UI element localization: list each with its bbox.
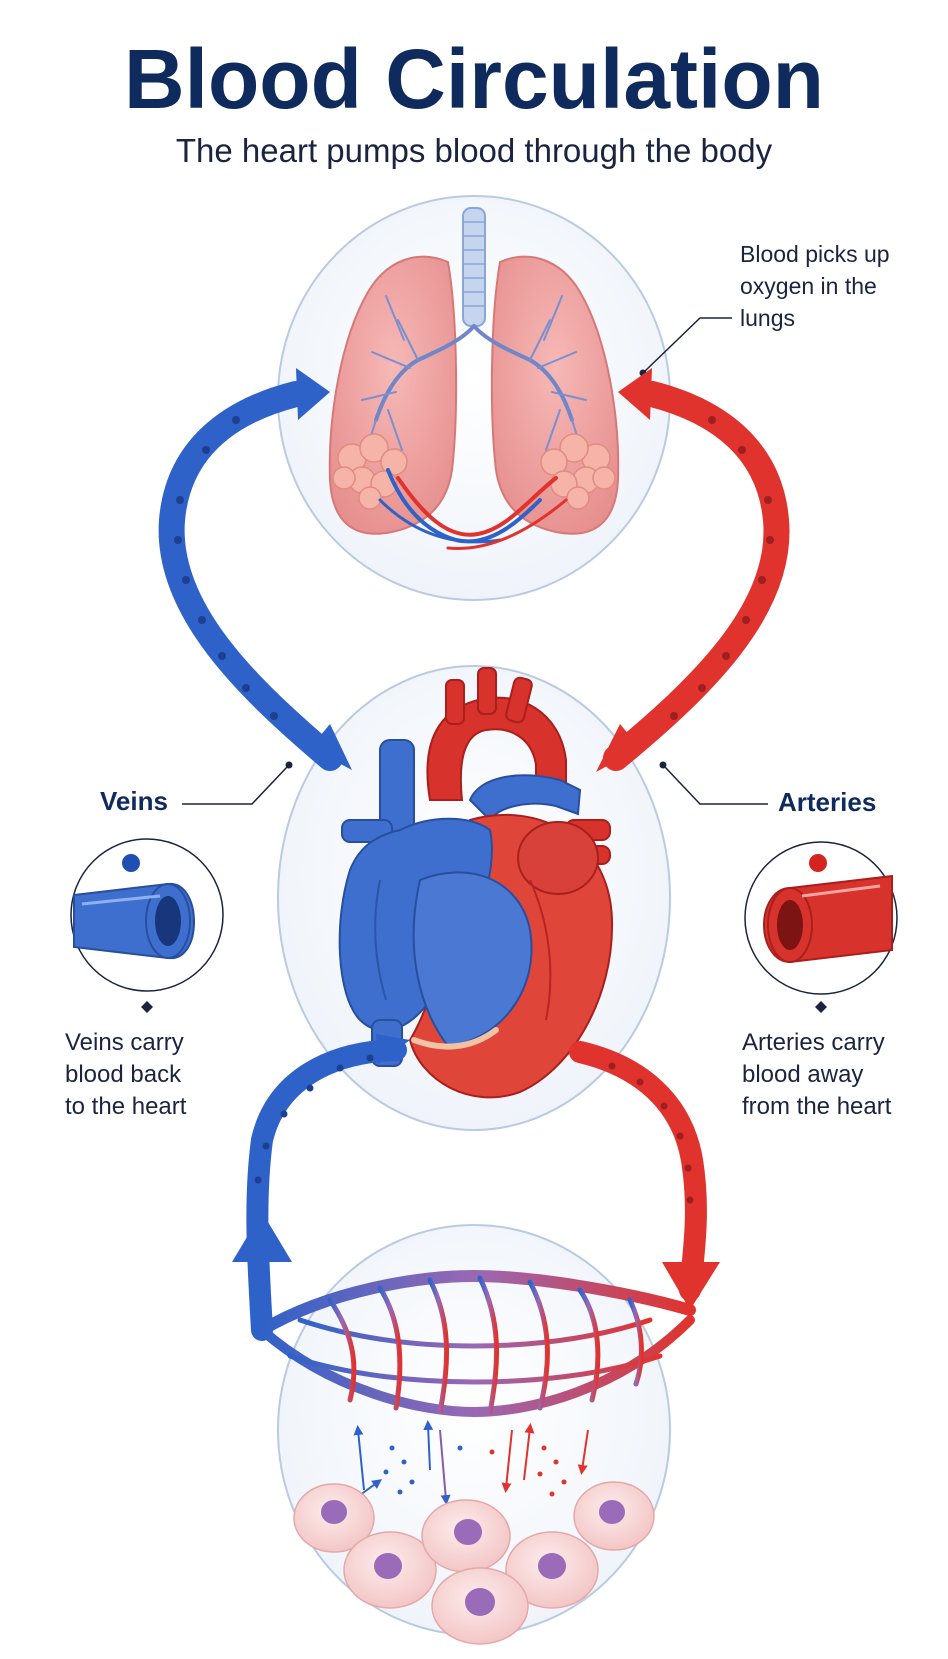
arteries-leader-line [663, 765, 768, 805]
lungs-note-line1: Blood picks up [740, 241, 890, 267]
veins-desc-line2: blood back [65, 1061, 182, 1088]
lungs-illustration [328, 207, 620, 550]
page-title: Blood Circulation [124, 32, 824, 126]
vein-detail: Veins carry blood back to the heart [65, 838, 224, 1120]
veins-desc-line1: Veins carry [65, 1029, 184, 1056]
lungs-note-line2: oxygen in the [740, 273, 877, 299]
arteries-desc-line1: Arteries carry [742, 1029, 885, 1056]
artery-arrow-from-lungs [596, 368, 790, 772]
veins-label-group: Veins [100, 761, 293, 816]
arteries-leader-dot [659, 761, 667, 769]
arteries-desc-line2: blood away [742, 1061, 863, 1088]
trachea [462, 207, 486, 327]
exchange-arrows [353, 1420, 589, 1505]
veins-label: Veins [100, 786, 168, 816]
vein-tube-icon [73, 882, 196, 960]
body-cells [293, 1481, 655, 1645]
arteries-label-group: Arteries [659, 761, 876, 817]
veins-leader-line [182, 765, 289, 805]
lungs-annotation: Blood picks up oxygen in the lungs [639, 241, 890, 377]
lungs-leader-line [643, 317, 732, 373]
heart-illustration [338, 667, 614, 1099]
veins-desc-line3: to the heart [65, 1093, 187, 1120]
artery-blood-cell [809, 854, 827, 872]
vein-blood-cell [122, 854, 140, 872]
veins-leader-dot [285, 761, 293, 769]
lungs-note-line3: lungs [740, 305, 795, 331]
artery-tube-icon [762, 874, 893, 964]
vein-arrow-to-heart [232, 1034, 410, 1341]
artery-arrow-to-body [569, 1041, 720, 1310]
vein-arrow-to-lungs [158, 368, 352, 771]
arteries-label: Arteries [778, 787, 876, 817]
page-subtitle: The heart pumps blood through the body [176, 132, 773, 169]
artery-detail: Arteries carry blood away from the heart [742, 841, 898, 1120]
arteries-desc-line3: from the heart [742, 1093, 892, 1120]
capillary-network [256, 1269, 696, 1418]
